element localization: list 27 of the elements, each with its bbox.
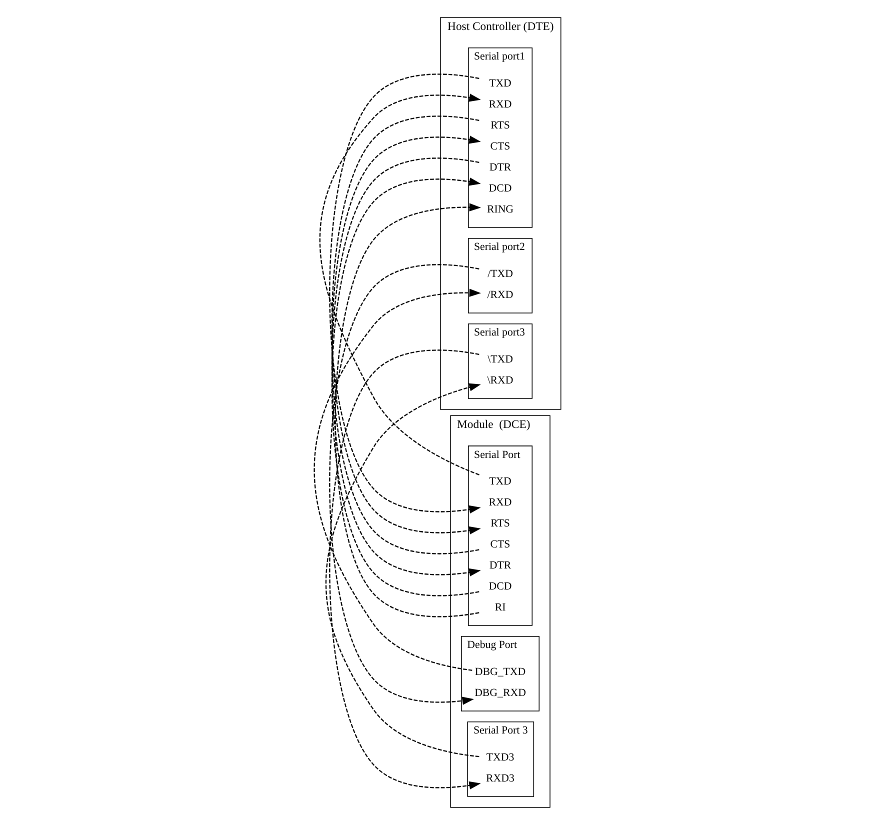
arrow [329,264,480,705]
node-text: RI [494,602,506,614]
arrow [320,94,481,476]
node-text: DTR [489,162,512,174]
arrow [329,350,481,790]
node-text: TXD [489,476,512,488]
node-text: TXD [489,78,512,90]
node-text: RTS [490,120,510,132]
node-text: \RXD [487,374,514,387]
node-text: RXD [488,98,512,111]
node-text: DTR [489,560,512,572]
node-text: RING [486,203,514,216]
node-text: DCD [488,580,512,593]
node-text: TXD3 [486,752,514,764]
node-text: DBG_TXD [474,666,526,678]
node-text: DBG_RXD [474,687,526,700]
arrow [314,288,482,671]
node-text: \TXD [488,354,513,366]
node-text: RTS [490,518,510,530]
arrow [326,383,481,758]
node-text: CTS [490,538,510,551]
node-text: CTS [490,140,510,153]
node-text: /RXD [487,288,514,301]
node-text: RXD [488,496,512,509]
node-text: RXD3 [486,772,514,785]
node-text: DCD [488,182,512,194]
node-text: /TXD [488,268,513,280]
